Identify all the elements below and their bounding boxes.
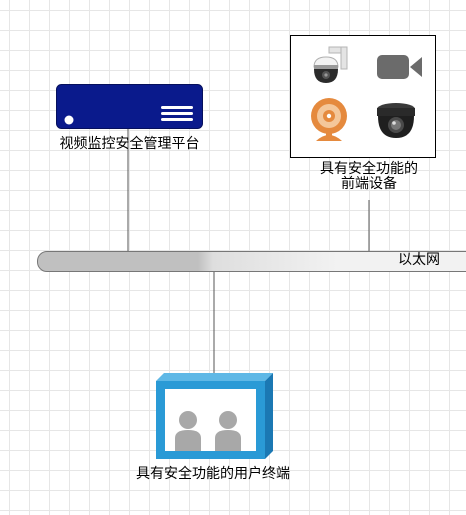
webcam-icon <box>311 98 347 141</box>
frontend-devices-box[interactable] <box>290 35 436 158</box>
video-camera-icon <box>377 55 422 79</box>
ethernet-bus[interactable] <box>37 251 466 272</box>
ptz-camera-icon <box>313 46 348 83</box>
user-terminal-icon <box>156 373 273 459</box>
platform-server-node[interactable] <box>56 84 203 129</box>
dome-camera-icon <box>377 103 415 138</box>
frontend-label: 具有安全功能的前端设备 <box>320 161 418 192</box>
ethernet-label: 以太网 <box>398 252 440 268</box>
server-icon <box>56 84 203 129</box>
user-terminal-node[interactable] <box>155 372 275 462</box>
terminal-label: 具有安全功能的用户终端 <box>136 466 290 482</box>
platform-label: 视频监控安全管理平台 <box>59 136 200 152</box>
